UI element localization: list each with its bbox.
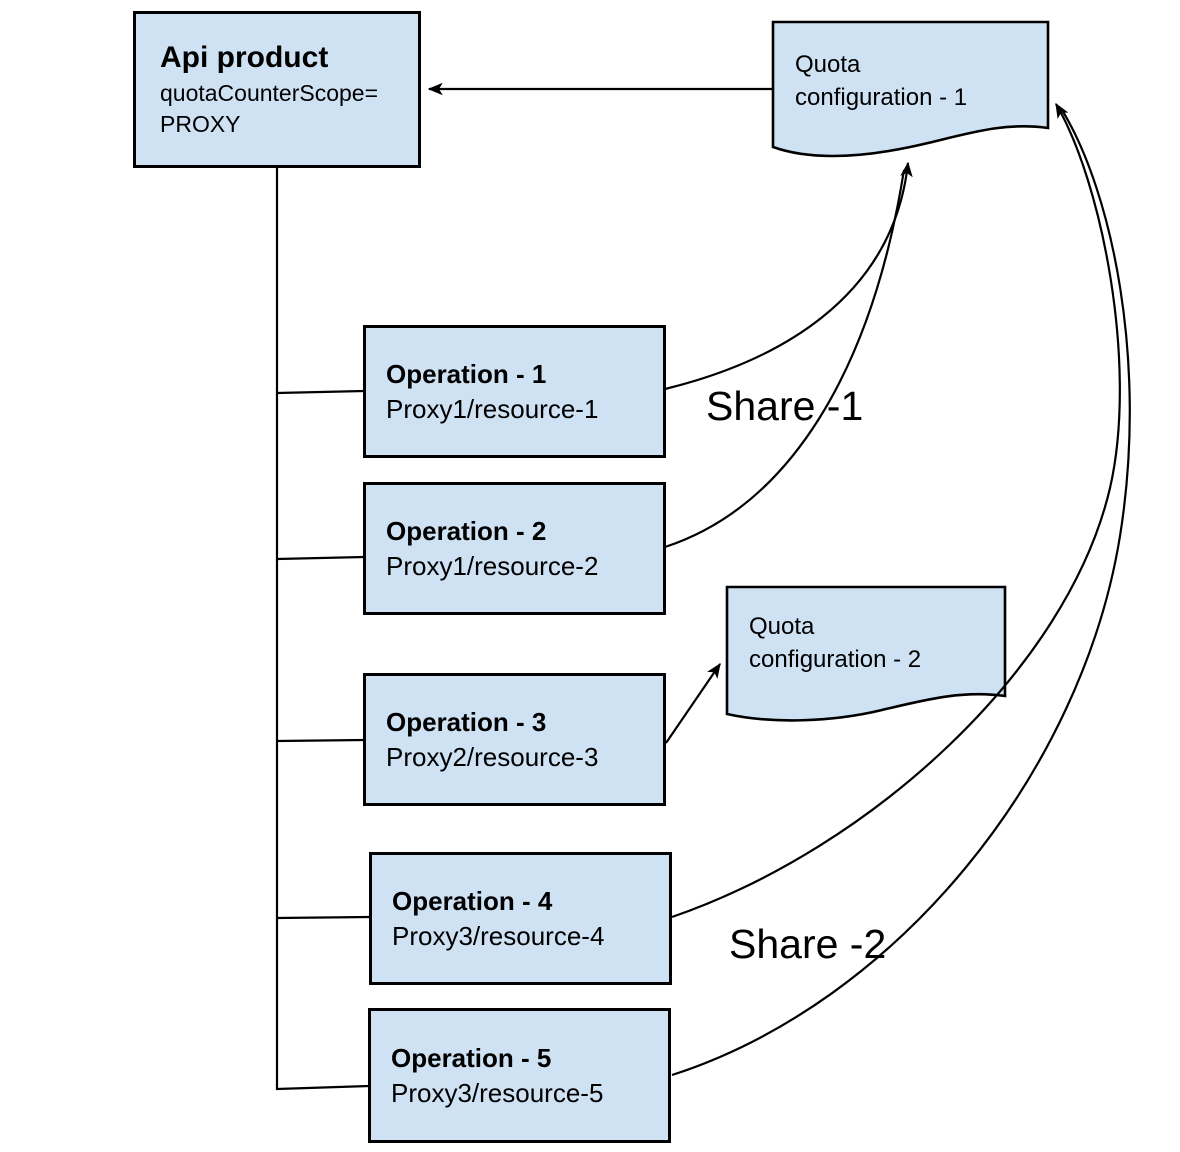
- quota-config-2-label: Quota configuration - 2: [749, 613, 922, 673]
- connector-stub-operation-5: [276, 1084, 370, 1091]
- document-shape-quota-config-1: [771, 20, 1050, 158]
- arrow-operation-3-to-quota-2: [665, 662, 721, 744]
- operation-3-node: Operation - 3 Proxy2/resource-3: [363, 673, 666, 806]
- operation-4-resource: Proxy3/resource-4: [392, 920, 605, 951]
- operation-5-title: Operation - 5: [391, 1042, 552, 1073]
- connector-stub-operation-2: [276, 555, 365, 561]
- operation-2-title: Operation - 2: [386, 515, 547, 546]
- arrow-operation-4-to-quota-1: [671, 102, 1121, 919]
- operation-5-node: Operation - 5 Proxy3/resource-5: [368, 1008, 671, 1143]
- document-shape-quota-config-2: [725, 585, 1007, 722]
- operation-1-node: Operation - 1 Proxy1/resource-1: [363, 325, 666, 458]
- connector-stub-operation-4: [276, 915, 371, 920]
- operation-1-resource: Proxy1/resource-1: [386, 393, 599, 424]
- api-product-attr-line1: quotaCounterScope=: [160, 80, 379, 106]
- operation-4-title: Operation - 4: [392, 885, 553, 916]
- share-2-label: Share -2: [729, 921, 887, 967]
- operation-2-resource: Proxy1/resource-2: [386, 550, 599, 581]
- api-product-title: Api product: [160, 41, 329, 74]
- connector-stub-operation-1: [276, 389, 365, 395]
- arrow-operation-2-to-quota-1: [664, 169, 906, 549]
- operation-3-title: Operation - 3: [386, 706, 547, 737]
- arrow-operation-1-to-quota-1: [664, 161, 913, 391]
- api-product-attr-line2: PROXY: [160, 111, 241, 137]
- operation-4-node: Operation - 4 Proxy3/resource-4: [369, 852, 672, 985]
- quota-config-1-label: Quota configuration - 1: [795, 51, 968, 111]
- api-product-node: Api product quotaCounterScope= PROXY: [133, 11, 421, 168]
- share-1-label: Share -1: [706, 383, 864, 429]
- operation-1-title: Operation - 1: [386, 358, 547, 389]
- operation-3-resource: Proxy2/resource-3: [386, 741, 599, 772]
- arrow-operation-5-to-quota-1: [671, 109, 1131, 1077]
- operation-5-resource: Proxy3/resource-5: [391, 1077, 604, 1108]
- connector-stub-operation-3: [276, 738, 365, 743]
- operation-2-node: Operation - 2 Proxy1/resource-2: [363, 482, 666, 615]
